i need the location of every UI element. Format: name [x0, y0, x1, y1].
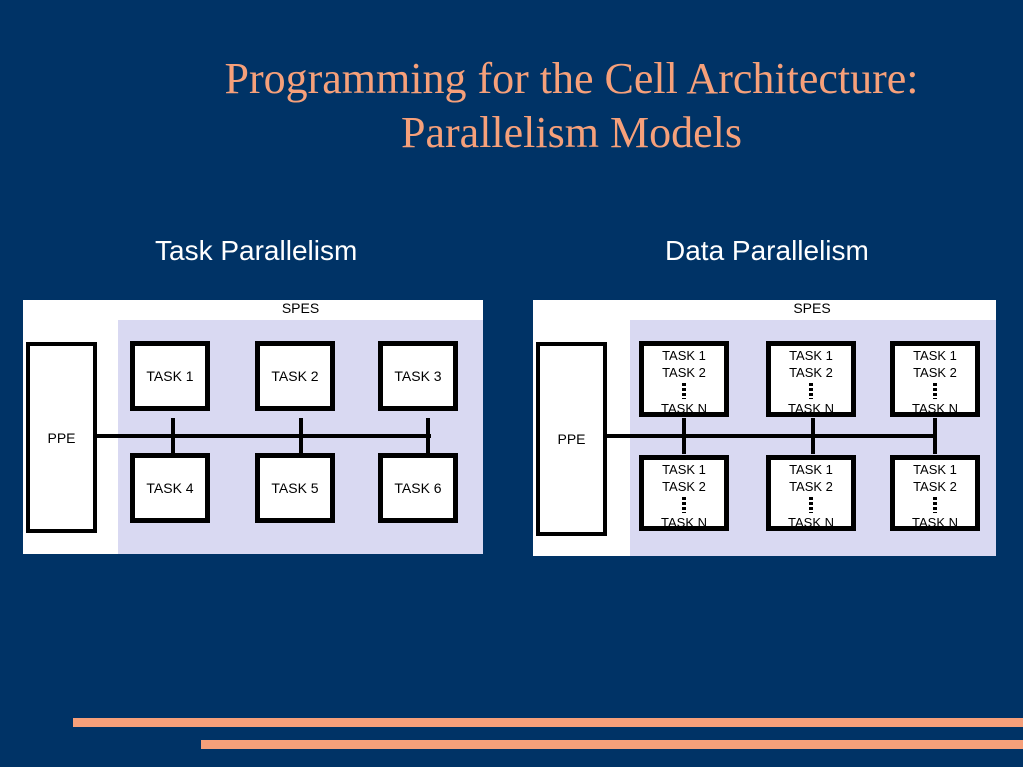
- task-line-last: TASK N: [912, 515, 958, 530]
- ppe-box: PPE: [536, 342, 607, 536]
- data-task-box: TASK 1 TASK 2 TASK N: [639, 341, 729, 417]
- bus-connector: [811, 418, 815, 454]
- ellipsis-dots: [682, 383, 686, 399]
- task-line-first: TASK 1: [913, 462, 957, 477]
- task-box-label: TASK 5: [271, 480, 319, 496]
- task-box: TASK 2: [255, 341, 335, 411]
- task-line-first: TASK 1: [662, 348, 706, 363]
- bus-line: [607, 434, 937, 438]
- ellipsis-dots: [809, 383, 813, 399]
- bus-line: [97, 434, 431, 438]
- data-task-box: TASK 1 TASK 2 TASK N: [766, 455, 856, 531]
- data-task-box: TASK 1 TASK 2 TASK N: [639, 455, 729, 531]
- slide-title: Programming for the Cell Architecture: P…: [60, 52, 1023, 160]
- slide-title-line-1: Programming for the Cell Architecture:: [224, 54, 919, 103]
- bus-connector: [426, 418, 430, 454]
- task-box-label: TASK 4: [146, 480, 194, 496]
- bus-connector: [933, 418, 937, 454]
- task-line-last: TASK N: [661, 401, 707, 416]
- slide-title-line-2: Parallelism Models: [401, 108, 742, 157]
- ppe-label: PPE: [47, 429, 76, 446]
- data-parallelism-diagram: SPES PPE TASK 1 TASK 2 TASK N TASK 1 TAS…: [533, 300, 996, 556]
- task-line-last: TASK N: [661, 515, 707, 530]
- ellipsis-dots: [933, 497, 937, 513]
- ellipsis-dots: [809, 497, 813, 513]
- ppe-label: PPE: [557, 431, 586, 447]
- task-line-second: TASK 2: [789, 479, 833, 494]
- decorative-stripe: [73, 718, 1023, 727]
- task-line-second: TASK 2: [913, 479, 957, 494]
- task-line-second: TASK 2: [789, 365, 833, 380]
- ellipsis-dots: [682, 497, 686, 513]
- task-box-label: TASK 2: [271, 368, 319, 384]
- data-task-box: TASK 1 TASK 2 TASK N: [890, 341, 980, 417]
- data-task-box: TASK 1 TASK 2 TASK N: [890, 455, 980, 531]
- task-line-first: TASK 1: [789, 348, 833, 363]
- task-box: TASK 5: [255, 453, 335, 523]
- task-box: TASK 4: [130, 453, 210, 523]
- task-parallelism-diagram: SPES PPE TASK 1 TASK 2 TASK 3 TASK 4 TAS…: [23, 300, 483, 554]
- task-box: TASK 1: [130, 341, 210, 411]
- task-line-last: TASK N: [788, 515, 834, 530]
- task-box-label: TASK 1: [146, 368, 194, 384]
- data-parallelism-heading: Data Parallelism: [665, 235, 869, 266]
- bus-connector: [682, 418, 686, 454]
- task-box-label: TASK 6: [394, 480, 442, 496]
- task-line-second: TASK 2: [662, 365, 706, 380]
- data-task-box: TASK 1 TASK 2 TASK N: [766, 341, 856, 417]
- task-line-second: TASK 2: [662, 479, 706, 494]
- task-line-first: TASK 1: [662, 462, 706, 477]
- task-line-first: TASK 1: [913, 348, 957, 363]
- task-box-label: TASK 3: [394, 368, 442, 384]
- decorative-stripe: [201, 740, 1023, 749]
- task-box: TASK 6: [378, 453, 458, 523]
- spes-label: SPES: [793, 300, 831, 316]
- task-line-last: TASK N: [912, 401, 958, 416]
- task-line-second: TASK 2: [913, 365, 957, 380]
- bus-connector: [299, 418, 303, 454]
- ppe-box: PPE: [26, 342, 97, 533]
- spes-label: SPES: [281, 300, 320, 316]
- task-box: TASK 3: [378, 341, 458, 411]
- bus-connector: [171, 418, 175, 454]
- task-parallelism-heading: Task Parallelism: [155, 235, 358, 266]
- task-line-last: TASK N: [788, 401, 834, 416]
- task-line-first: TASK 1: [789, 462, 833, 477]
- ellipsis-dots: [933, 383, 937, 399]
